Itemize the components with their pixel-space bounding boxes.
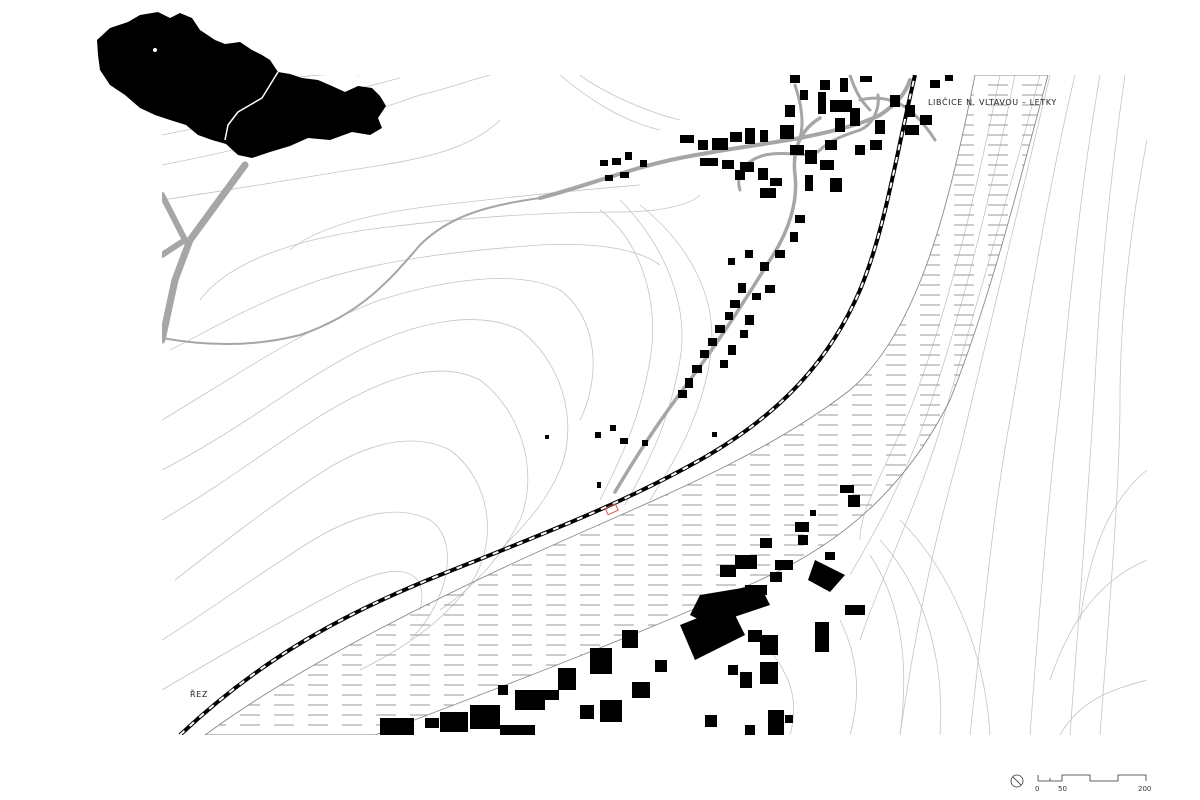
scale-tick-0: 0 xyxy=(1035,785,1039,793)
scale-tick-200: 200 xyxy=(1138,785,1151,793)
river xyxy=(204,75,1049,735)
contour-lines xyxy=(162,75,713,691)
scale-tick-50: 50 xyxy=(1058,785,1067,793)
scale-bar xyxy=(1037,774,1147,782)
village-road-north xyxy=(848,75,872,112)
country-border-line xyxy=(224,71,279,141)
rural-road xyxy=(162,197,541,345)
village-road-loop xyxy=(737,93,880,192)
site-marker xyxy=(604,503,619,516)
country-locator-map xyxy=(97,12,386,158)
village-road-south xyxy=(613,116,822,494)
location-dot xyxy=(153,48,157,52)
map-frame xyxy=(162,75,1147,735)
place-label-south: ŘEZ xyxy=(190,689,208,699)
roads xyxy=(162,75,937,494)
highway-road xyxy=(162,161,249,344)
village-road-lane xyxy=(793,83,804,140)
highway-road-branch xyxy=(162,192,189,258)
country-silhouette xyxy=(97,12,386,158)
north-arrow-icon xyxy=(1010,774,1024,788)
place-label-north: LIBČICE N. VLTAVOU – LETKY xyxy=(928,96,1057,107)
railway xyxy=(178,75,917,735)
buildings xyxy=(380,75,953,735)
